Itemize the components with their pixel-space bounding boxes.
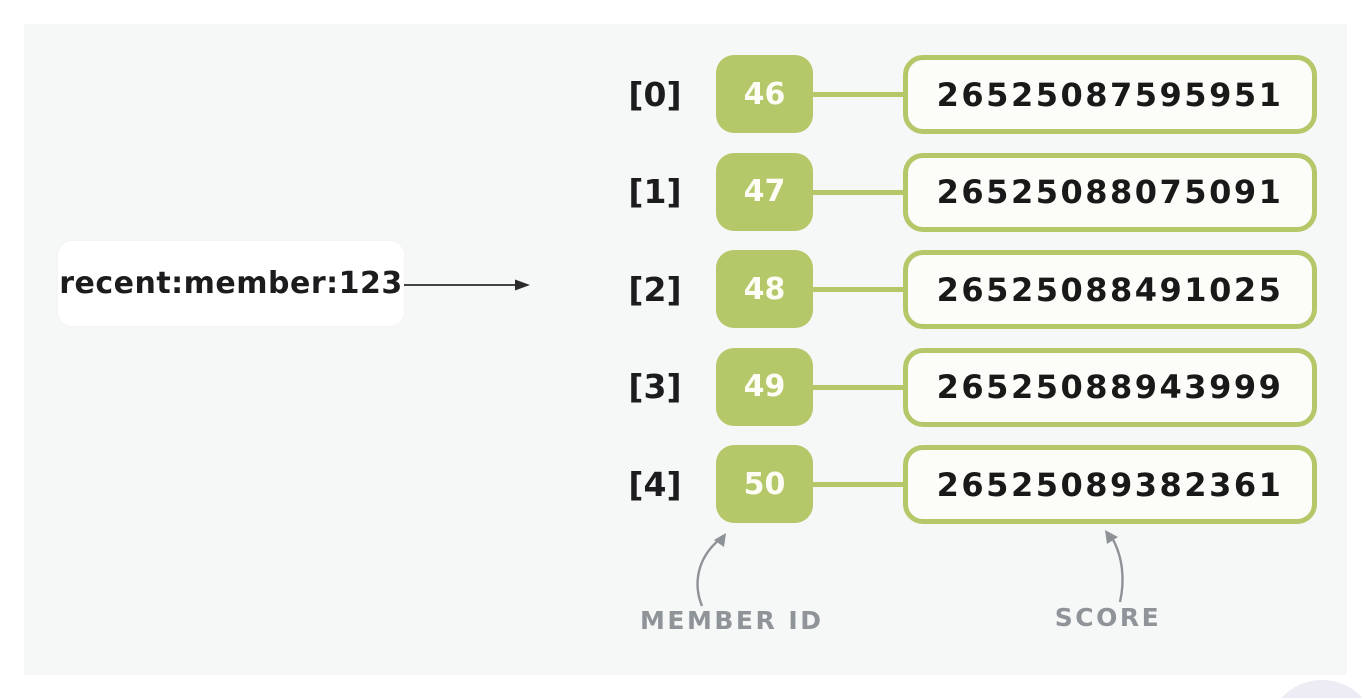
member-id-column-label: MEMBER ID [640, 606, 824, 635]
entry-index-label: [4] [628, 464, 682, 504]
score-node: 26525089382361 [903, 445, 1317, 524]
member-score-connector [810, 189, 906, 195]
entry-row: [2] 48 26525088491025 [0, 250, 1362, 329]
score-value: 26525088491025 [936, 270, 1284, 309]
entry-row: [3] 49 26525088943999 [0, 347, 1362, 427]
entry-index-label: [1] [628, 172, 682, 211]
member-id-node: 48 [716, 250, 813, 328]
member-score-connector [810, 384, 906, 390]
key-node: recent:member:123 [58, 241, 404, 326]
entry-row: [1] 47 26525088075091 [0, 152, 1362, 232]
key-label: recent:member:123 [59, 266, 403, 301]
key-to-list-arrow-icon [404, 279, 530, 291]
score-pointer-arrow-icon [1105, 530, 1124, 603]
entry-index-label: [0] [628, 74, 682, 114]
member-score-connector [810, 482, 906, 487]
member-id-value: 50 [743, 466, 786, 502]
score-value: 26525089382361 [936, 465, 1284, 504]
member-id-pointer-arrow-icon [696, 533, 726, 607]
member-id-node: 49 [716, 347, 813, 426]
score-node: 26525088491025 [903, 250, 1317, 329]
member-id-value: 47 [743, 174, 786, 209]
score-column-label: SCORE [1054, 603, 1162, 632]
member-id-value: 49 [743, 369, 786, 404]
member-score-connector [810, 287, 906, 292]
score-value: 26525088075091 [936, 173, 1284, 211]
entry-index-label: [2] [628, 269, 682, 309]
member-id-node: 47 [716, 152, 813, 231]
score-node: 26525088075091 [903, 152, 1317, 232]
score-node: 26525088943999 [903, 347, 1317, 427]
entry-index-label: [3] [628, 367, 682, 406]
entry-row: [0] 46 26525087595951 [0, 55, 1362, 134]
member-id-value: 46 [743, 76, 786, 112]
entry-row: [4] 50 26525089382361 [0, 445, 1362, 524]
member-id-value: 48 [743, 271, 786, 307]
score-node: 26525087595951 [903, 55, 1317, 134]
score-value: 26525087595951 [936, 75, 1284, 114]
member-id-node: 50 [716, 445, 813, 523]
member-score-connector [810, 92, 906, 97]
member-id-node: 46 [716, 55, 813, 133]
score-value: 26525088943999 [936, 368, 1284, 406]
